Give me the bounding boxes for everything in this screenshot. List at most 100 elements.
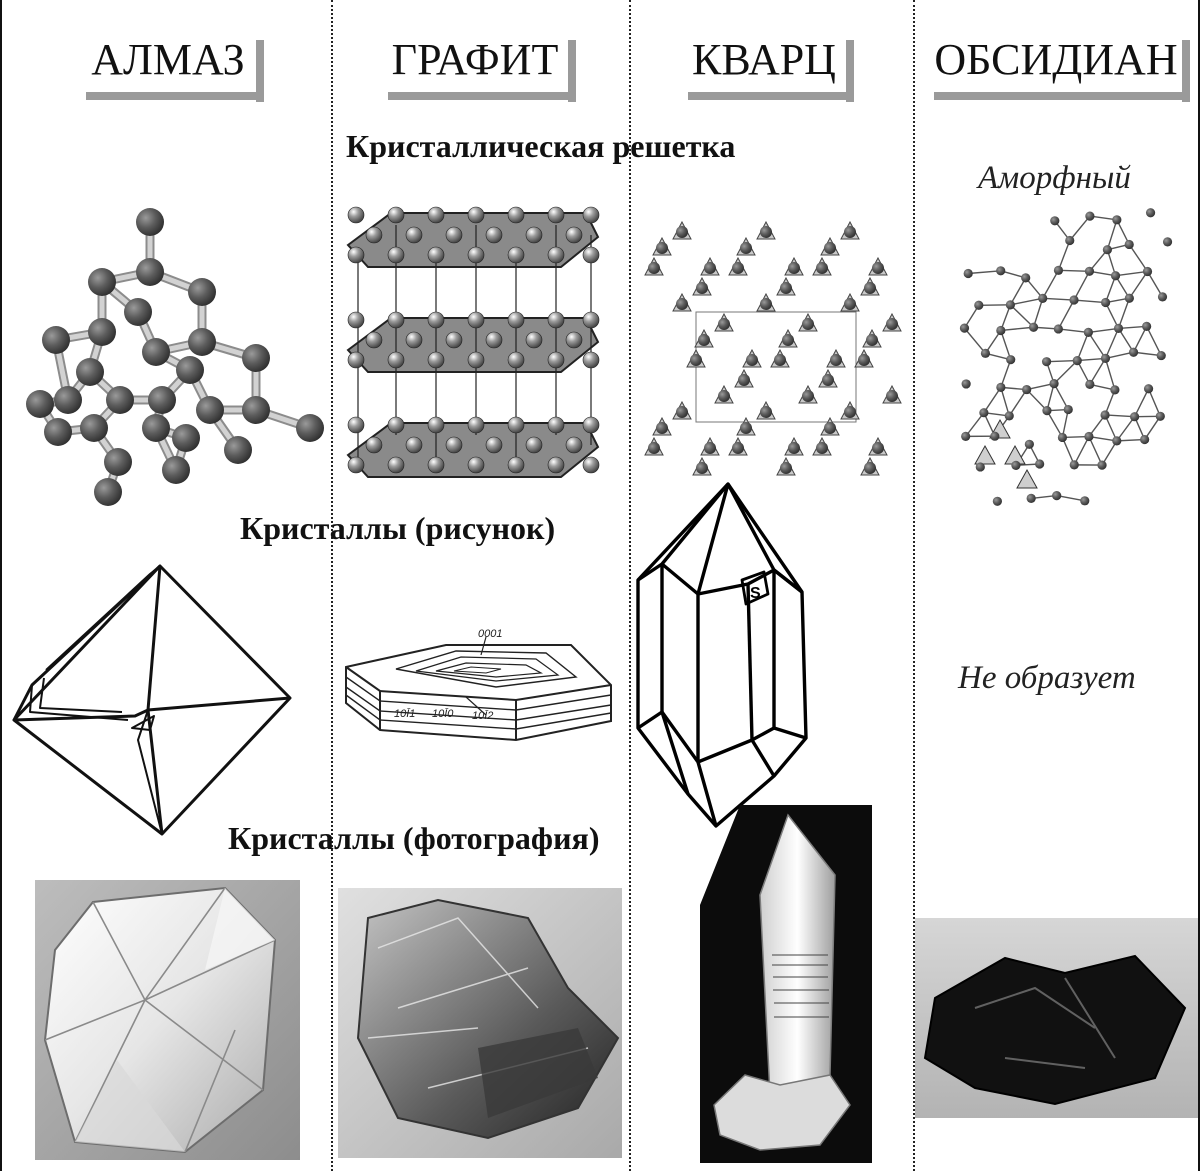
graphite-atom <box>507 311 525 329</box>
diamond-atom <box>136 208 164 236</box>
obsidian-bond <box>1000 387 1010 417</box>
quartz-atom <box>844 226 856 238</box>
graphite-atom <box>365 226 383 244</box>
obsidian-bond <box>1046 359 1078 363</box>
column-divider-1 <box>331 0 333 1171</box>
graphite-face-label-3: 10Ī2 <box>472 710 493 722</box>
graphite-atom <box>445 436 463 454</box>
obsidian-atom <box>1112 436 1122 446</box>
quartz-atom <box>858 354 870 366</box>
obsidian-atom <box>1005 300 1015 310</box>
obsidian-atom <box>1028 322 1039 332</box>
graphite-atom <box>582 351 600 369</box>
obsidian-atom <box>1069 460 1079 470</box>
quartz-atom <box>886 318 898 330</box>
section-label-photo: Кристаллы (фотография) <box>228 820 600 856</box>
obsidian-atom <box>996 382 1006 392</box>
diamond-atom <box>42 326 70 354</box>
obsidian-bond <box>1104 358 1116 391</box>
graphite-atom <box>582 246 600 264</box>
obsidian-atom <box>1038 293 1048 303</box>
graphite-atom <box>565 331 583 349</box>
quartz-tetrahedra <box>644 220 902 476</box>
diamond-atom <box>162 456 190 484</box>
obsidian-bond <box>1089 358 1107 385</box>
obsidian-bond <box>968 270 1001 275</box>
obsidian-network-tetrahedra <box>974 418 1038 489</box>
diamond-atom <box>76 358 104 386</box>
quartz-atom <box>704 442 716 454</box>
quartz-photo <box>700 805 872 1163</box>
obsidian-atom <box>1021 273 1031 283</box>
graphite-layers <box>346 212 600 478</box>
quartz-atom <box>816 442 828 454</box>
obsidian-bond <box>1000 359 1012 388</box>
left-border <box>0 0 2 1171</box>
obsidian-bond <box>1117 298 1131 329</box>
diamond-atom <box>124 298 152 326</box>
obsidian-atom <box>1110 385 1120 395</box>
obsidian-atom <box>961 431 971 441</box>
obsidian-atom <box>1006 355 1016 365</box>
obsidian-atom <box>1100 410 1110 420</box>
obsidian-bond <box>1057 299 1075 330</box>
quartz-atom <box>696 282 708 294</box>
graphite-atom <box>525 436 543 454</box>
obsidian-bond <box>1061 409 1069 438</box>
obsidian-bond <box>1117 328 1135 353</box>
obsidian-atom <box>1080 496 1090 506</box>
graphite-atom <box>387 206 405 224</box>
obsidian-atom <box>1156 350 1166 361</box>
quartz-atom <box>824 422 836 434</box>
quartz-atom <box>872 442 884 454</box>
quartz-atom <box>648 442 660 454</box>
obsidian-atom <box>1162 237 1173 247</box>
obsidian-atom <box>1155 411 1165 421</box>
quartz-atom <box>648 262 660 274</box>
column-title-graphite-text: ГРАФИТ <box>391 35 559 84</box>
graphite-atom <box>365 436 383 454</box>
graphite-atom <box>427 206 445 224</box>
obsidian-atom <box>1142 321 1152 331</box>
obsidian-atom <box>1113 323 1124 333</box>
graphite-atom <box>582 311 600 329</box>
obsidian-bond <box>1076 332 1090 361</box>
graphite-atom <box>347 456 365 474</box>
obsidian-photo <box>915 918 1198 1118</box>
obsidian-bond <box>1116 416 1136 442</box>
obsidian-bond <box>1073 270 1091 301</box>
graphite-face-label-top: 0001 <box>478 628 502 640</box>
obsidian-bond <box>1046 383 1055 411</box>
graphite-atom <box>387 311 405 329</box>
quartz-atom <box>704 262 716 274</box>
graphite-atom <box>507 416 525 434</box>
obsidian-bond <box>1088 249 1108 272</box>
graphite-face-label-1: 10Ī1 <box>394 708 415 720</box>
column-title-obsidian-text: ОБСИДИАН <box>934 35 1178 84</box>
obsidian-bond <box>1009 304 1035 328</box>
obsidian-bond <box>1057 240 1071 271</box>
diamond-atom <box>188 278 216 306</box>
obsidian-atom <box>961 379 971 389</box>
quartz-atom <box>690 354 702 366</box>
obsidian-bond <box>1010 297 1043 306</box>
obsidian-atom <box>980 348 991 358</box>
obsidian-atom <box>1053 265 1064 275</box>
column-divider-2 <box>629 0 631 1171</box>
graphite-atom <box>485 436 503 454</box>
quartz-atom <box>760 406 772 418</box>
diamond-atoms <box>26 208 324 506</box>
obsidian-atom <box>1063 404 1073 415</box>
graphite-atom <box>507 206 525 224</box>
obsidian-bond <box>1073 299 1106 304</box>
obsidian-atom <box>1042 406 1052 416</box>
graphite-atom <box>405 331 423 349</box>
obsidian-atom <box>963 268 973 279</box>
graphite-atom <box>427 416 445 434</box>
graphite-atom <box>547 351 565 369</box>
diamond-atom <box>142 338 170 366</box>
obsidian-atom <box>1130 412 1140 422</box>
graphite-atom <box>427 456 445 474</box>
obsidian-bond <box>1147 388 1161 417</box>
quartz-atom <box>676 298 688 310</box>
